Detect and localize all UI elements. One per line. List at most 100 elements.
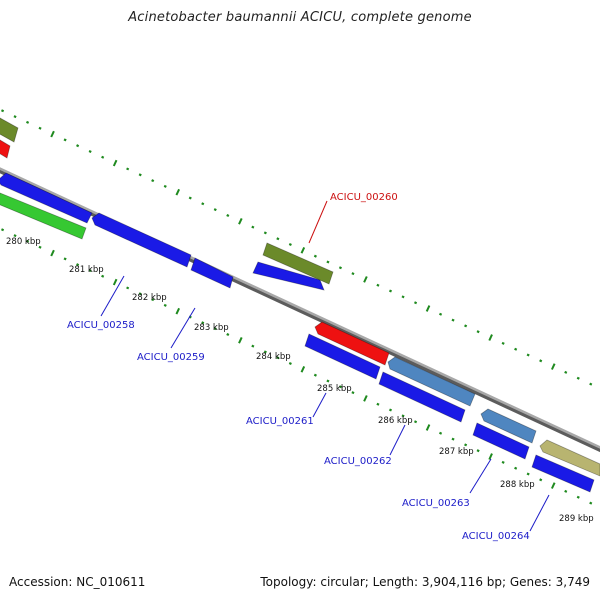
dot-track-outer-tick — [263, 231, 267, 235]
accession-text: Accession: NC_010611 — [9, 575, 146, 589]
dot-track-outer-tick — [13, 115, 17, 119]
backbone-shadow — [0, 167, 600, 453]
gene-7-body[interactable] — [262, 242, 334, 285]
gene-11[interactable] — [378, 371, 466, 423]
dot-track-outer-tick — [1, 109, 5, 113]
dot-track-outer-tick — [425, 305, 431, 312]
dot-track-inner-tick — [476, 449, 480, 453]
dot-track-outer-tick — [376, 283, 380, 287]
map-title: Acinetobacter baumannii ACICU, complete … — [128, 10, 472, 25]
dot-track-inner-tick — [388, 408, 393, 412]
dot-track-outer-tick — [526, 353, 530, 357]
dot-track-inner-tick — [376, 402, 380, 406]
dot-track-inner-tick — [288, 362, 292, 365]
dot-track-inner-tick — [138, 292, 142, 296]
gene-4[interactable] — [91, 212, 192, 268]
dot-track-outer-tick — [63, 138, 67, 142]
dot-track-inner-tick — [276, 356, 280, 360]
dot-track-inner-tick — [351, 391, 355, 395]
genome-summary-text: Topology: circular; Length: 3,904,116 bp… — [260, 575, 590, 589]
dot-track-inner-tick — [251, 344, 255, 348]
dot-track-inner-tick — [313, 373, 317, 377]
gene-3-body[interactable] — [0, 192, 87, 240]
dot-track-inner-tick — [539, 478, 543, 482]
dot-track-inner-tick — [401, 414, 405, 418]
dot-track-outer-tick — [514, 347, 518, 351]
dot-track-inner-tick — [451, 437, 455, 441]
gene-5[interactable] — [190, 257, 234, 289]
gene-9-body[interactable] — [304, 333, 381, 380]
dot-track-outer — [1, 109, 593, 386]
gene-1[interactable] — [0, 139, 11, 159]
dot-track-outer-tick — [238, 217, 243, 225]
dot-track-inner-tick — [112, 278, 118, 286]
dot-track-outer-tick — [439, 312, 443, 316]
dot-track-inner — [1, 228, 593, 505]
dot-track-inner-tick — [88, 269, 92, 272]
gene-2[interactable] — [0, 172, 93, 224]
gene-label-00258[interactable]: ACICU_00258 — [67, 320, 135, 331]
gene-13[interactable] — [472, 422, 530, 460]
gene-15[interactable] — [531, 454, 595, 493]
dot-track-outer-tick — [101, 155, 105, 159]
dot-track-inner-tick — [589, 501, 593, 505]
dot-track-outer-tick — [88, 150, 92, 153]
scale-label-288: 288 kbp — [500, 480, 535, 490]
dot-track-inner-tick — [414, 420, 418, 424]
gene-9[interactable] — [304, 333, 381, 380]
gene-10-body[interactable] — [387, 356, 476, 407]
dot-track-outer-tick — [276, 237, 280, 241]
dot-track-outer-tick — [38, 126, 42, 130]
gene-11-body[interactable] — [378, 371, 466, 423]
gene-0[interactable] — [0, 117, 19, 143]
gene-label-00262[interactable]: ACICU_00262 — [324, 456, 392, 467]
dot-track-inner-tick — [201, 321, 205, 325]
gene-10[interactable] — [387, 356, 476, 407]
dot-track-outer-tick — [138, 173, 142, 177]
dot-track-outer-tick — [476, 330, 480, 334]
dot-track-inner-tick — [163, 303, 167, 307]
gene-label-00264[interactable]: ACICU_00264 — [462, 531, 530, 542]
dot-track-inner-tick — [38, 245, 42, 249]
dot-track-outer-tick — [300, 246, 306, 254]
dot-track-inner-tick — [263, 350, 267, 354]
gene-12-body[interactable] — [480, 408, 537, 444]
gene-2-body[interactable] — [0, 172, 93, 224]
dot-track-inner-tick — [564, 489, 568, 493]
callout-line-00259 — [170, 307, 196, 349]
gene-14-body[interactable] — [539, 439, 600, 477]
dot-track-outer-tick — [388, 289, 393, 293]
dot-track-outer-tick — [338, 266, 342, 270]
callout-line-00262 — [389, 424, 406, 456]
dot-track-inner-tick — [13, 234, 17, 238]
gene-4-body[interactable] — [91, 212, 192, 268]
dot-track-inner-tick — [488, 453, 493, 460]
gene-13-body[interactable] — [472, 422, 530, 460]
dot-track-outer-tick — [401, 295, 405, 299]
gene-6-body[interactable] — [252, 261, 325, 291]
gene-8-body[interactable] — [314, 321, 390, 366]
gene-15-body[interactable] — [531, 454, 595, 493]
dot-track-inner-tick — [175, 307, 181, 315]
gene-8[interactable] — [314, 321, 390, 366]
dot-track-outer-tick — [363, 276, 368, 283]
gene-1-body[interactable] — [0, 139, 11, 159]
dot-track-outer-tick — [589, 382, 593, 386]
gene-3[interactable] — [0, 192, 87, 240]
gene-0-body[interactable] — [0, 117, 19, 143]
dot-track-outer-tick — [50, 130, 55, 138]
dot-track-outer-tick — [464, 324, 468, 328]
dot-track-inner-tick — [213, 327, 217, 331]
gene-label-00259[interactable]: ACICU_00259 — [137, 352, 205, 363]
gene-label-00261[interactable]: ACICU_00261 — [246, 416, 314, 427]
gene-label-00263[interactable]: ACICU_00263 — [402, 498, 470, 509]
dot-track-outer-tick — [76, 144, 80, 148]
gene-6[interactable] — [252, 261, 325, 291]
gene-label-00260[interactable]: ACICU_00260 — [330, 192, 398, 203]
dot-track-inner-tick — [501, 460, 505, 464]
gene-7[interactable] — [262, 242, 334, 285]
gene-14[interactable] — [539, 439, 600, 477]
dot-track-outer-tick — [576, 376, 580, 380]
gene-12[interactable] — [480, 408, 537, 444]
gene-5-body[interactable] — [190, 257, 234, 289]
